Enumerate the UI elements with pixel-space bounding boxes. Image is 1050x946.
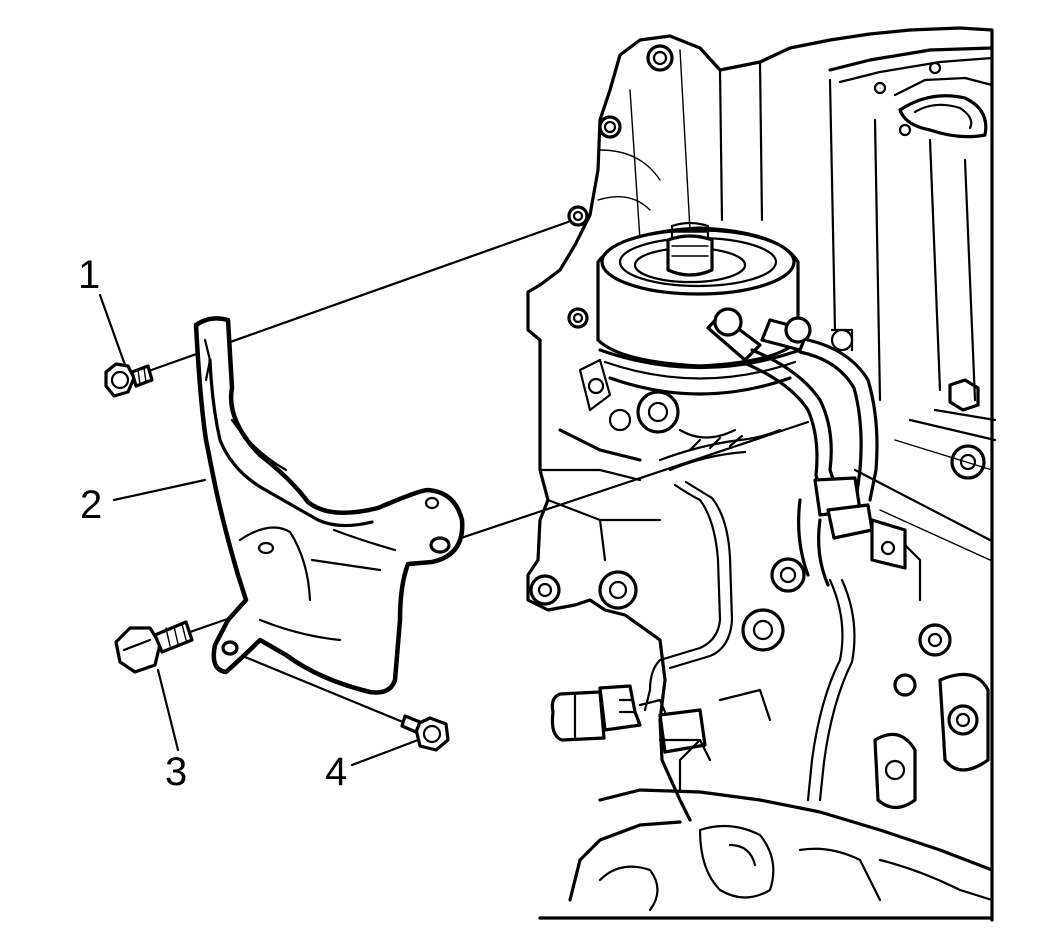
oil-filter-adapter <box>596 221 854 439</box>
callout-1: 1 <box>78 253 100 297</box>
cooler-lines <box>706 307 922 602</box>
wire-harness <box>550 428 856 802</box>
leader-1 <box>98 293 127 367</box>
bolt-1 <box>104 362 154 398</box>
callout-leaders <box>98 293 420 767</box>
bolt-3 <box>114 620 194 674</box>
leader-4 <box>350 738 420 767</box>
callout-2: 2 <box>80 483 102 527</box>
leader-2 <box>112 478 207 502</box>
callout-4: 4 <box>325 750 347 794</box>
engine-block <box>526 26 997 922</box>
heat-shield-bracket <box>193 316 465 695</box>
callout-3: 3 <box>165 750 187 794</box>
bolt-4 <box>400 714 450 752</box>
leader-3 <box>156 668 180 752</box>
